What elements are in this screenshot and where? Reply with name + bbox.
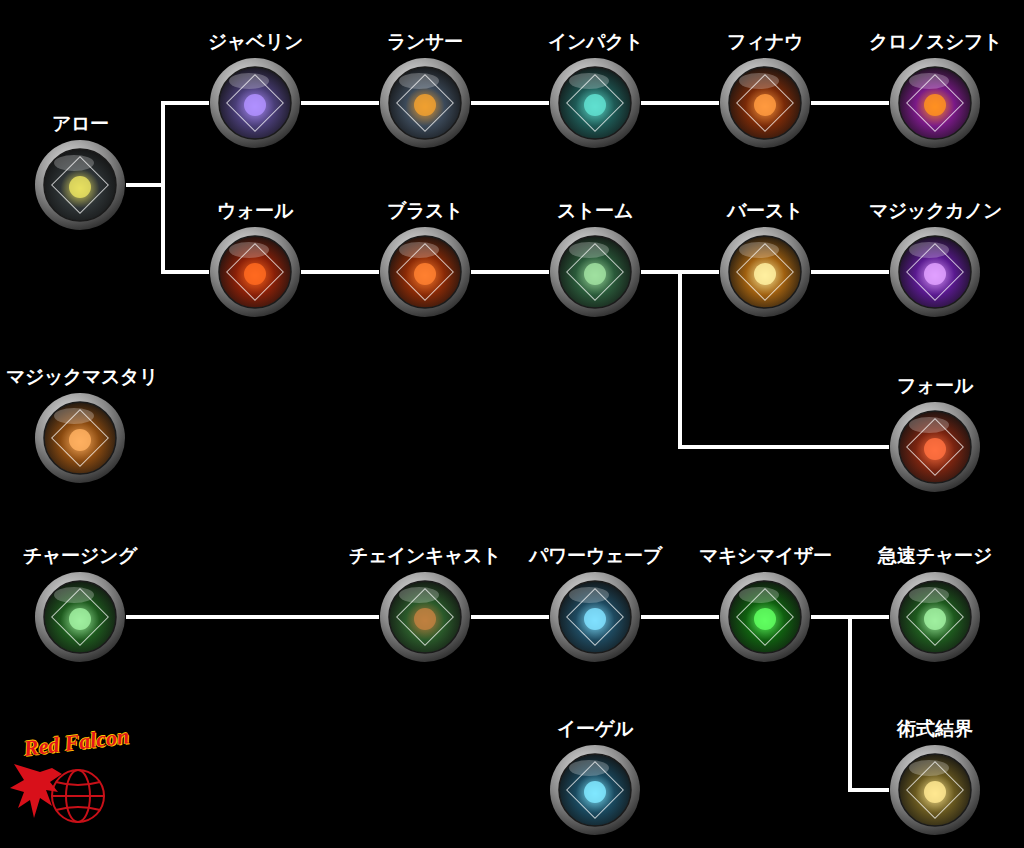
skill-icon [549,571,641,663]
tree-connector [301,101,379,105]
skill-icon [209,57,301,149]
skill-icon [889,57,981,149]
skill-node: バースト [719,226,811,318]
skill-name: ランサー [387,31,463,53]
skill-node: ランサー [379,57,471,149]
skill-node: インパクト [549,57,641,149]
skill-node: 急速チャージ [889,571,981,663]
skill-icon [34,392,126,484]
tree-connector [471,270,549,274]
skill-name: チェインキャスト [349,545,501,567]
skill-node: 術式結界 [889,744,981,836]
skill-icon [889,744,981,836]
skill-node: クロノスシフト [889,57,981,149]
skill-node: フィナウ [719,57,811,149]
skill-node: チャージング [34,571,126,663]
skill-icon [889,571,981,663]
skill-name: フィナウ [727,31,803,53]
skill-name: 術式結界 [897,718,973,740]
skill-node: ストーム [549,226,641,318]
skill-node: ウォール [209,226,301,318]
tree-connector [126,615,379,619]
tree-connector [126,103,209,185]
tree-connector [471,615,549,619]
eagle-symbol [10,764,62,818]
skill-node: イーゲル [549,744,641,836]
skill-name: ウォール [217,200,293,222]
skill-icon [889,401,981,493]
skill-icon [34,139,126,231]
skill-node: アロー [34,139,126,231]
skill-name: インパクト [548,31,643,53]
skill-name: ブラスト [387,200,463,222]
skill-node: ブラスト [379,226,471,318]
skill-name: パワーウェーブ [529,545,662,567]
skill-icon [209,226,301,318]
skill-name: イーゲル [557,718,633,740]
skill-name: マキシマイザー [699,545,832,567]
skill-name: アロー [52,113,109,135]
skill-icon [889,226,981,318]
skill-icon [719,57,811,149]
skill-name: 急速チャージ [878,545,992,567]
watermark: Red Falcon [22,723,130,762]
skill-icon [719,571,811,663]
skill-node: マジックマスタリ [34,392,126,484]
tree-connector [811,270,889,274]
skill-name: クロノスシフト [869,31,1002,53]
skill-icon [379,57,471,149]
skill-icon [549,57,641,149]
skill-name: ストーム [557,200,633,222]
skill-icon [549,744,641,836]
tree-connector [301,270,379,274]
tree-connector [471,101,549,105]
skill-icon [379,571,471,663]
tree-connector [811,101,889,105]
skill-icon [34,571,126,663]
skill-name: マジックカノン [869,200,1002,222]
skill-node: マジックカノン [889,226,981,318]
skill-node: マキシマイザー [719,571,811,663]
skill-node: ジャベリン [209,57,301,149]
skill-icon [549,226,641,318]
tree-connector [641,101,719,105]
skill-name: チャージング [23,545,137,567]
globe-symbol [52,770,104,822]
skill-icon [379,226,471,318]
skill-name: フォール [897,375,973,397]
skill-node: パワーウェーブ [549,571,641,663]
tree-connector [811,617,889,790]
skill-name: マジックマスタリ [6,366,158,388]
skill-node: フォール [889,401,981,493]
skill-icon [719,226,811,318]
tree-connector [126,185,209,272]
skill-name: ジャベリン [208,31,303,53]
tree-connector [641,615,719,619]
skill-name: バースト [727,200,803,222]
skill-node: チェインキャスト [379,571,471,663]
